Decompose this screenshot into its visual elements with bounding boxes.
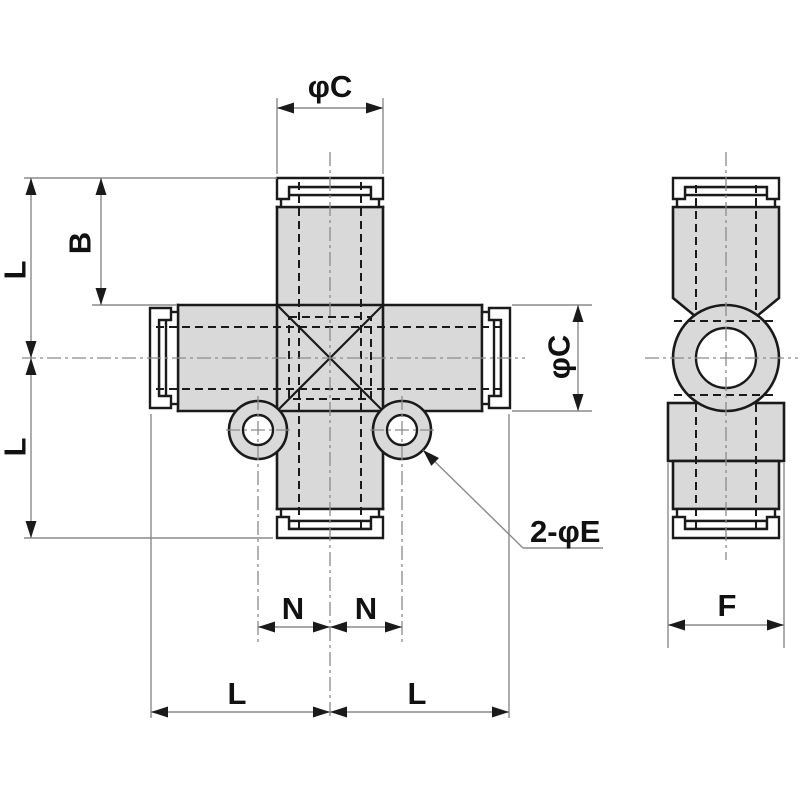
dim-l-bottom: L L xyxy=(150,414,510,718)
callout-label-hole-diameter: 2-φE xyxy=(530,514,600,549)
dim-label-n-right: N xyxy=(355,591,377,626)
dim-b: B xyxy=(63,178,107,305)
dim-label-n-left: N xyxy=(282,591,304,626)
dimensions: φC B L L φC xyxy=(0,69,785,718)
dim-f: F xyxy=(667,463,785,648)
callout-leader-line xyxy=(422,449,524,549)
centerlines xyxy=(22,152,798,718)
dim-label-f: F xyxy=(718,588,737,623)
dim-label-l-bottom-right: L xyxy=(408,676,427,711)
dim-phi-c-right: φC xyxy=(512,304,592,412)
callout-hole-diameter: 2-φE xyxy=(422,449,603,549)
dim-l-left-lower: L xyxy=(0,358,37,538)
dim-n: N N xyxy=(258,591,402,633)
dim-label-phi-c-top: φC xyxy=(308,69,353,104)
dim-label-l-left-lower: L xyxy=(0,438,33,457)
dim-l-left-upper: L xyxy=(0,178,37,358)
hidden-cavity-square xyxy=(288,316,372,400)
dim-phi-c-top: φC xyxy=(276,69,384,174)
left-reference-lines xyxy=(24,177,277,539)
dim-label-b: B xyxy=(63,232,98,254)
dim-label-phi-c-right: φC xyxy=(542,335,577,380)
dim-label-l-bottom-left: L xyxy=(228,676,247,711)
dim-label-l-left-upper: L xyxy=(0,261,33,280)
